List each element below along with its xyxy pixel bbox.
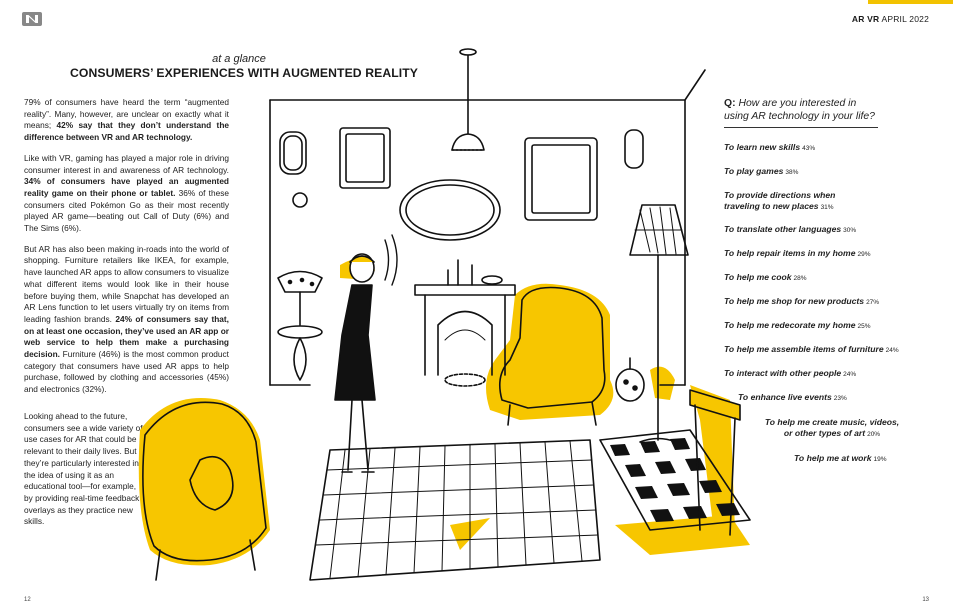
pendant-lamp [451, 48, 485, 151]
running-header: AR VR APRIL 2022 [852, 14, 929, 24]
answer-label: To help me assemble items of furniture [724, 344, 884, 354]
accent-bar [868, 0, 953, 4]
article-paragraph: 79% of consumers have heard the term “au… [24, 97, 229, 144]
survey-answer: To provide directions when traveling to … [724, 190, 864, 213]
text-run: 36% of these consumers cited Pokémon Go … [24, 187, 229, 234]
text-run: But AR has also been making in-roads int… [24, 243, 229, 324]
page-title: CONSUMERS’ EXPERIENCES WITH AUGMENTED RE… [70, 66, 419, 80]
closing-paragraph: Looking ahead to the future, consumers s… [24, 411, 143, 527]
article-paragraph: Like with VR, gaming has played a major … [24, 153, 229, 235]
answer-percent: 28% [793, 275, 807, 282]
article-body: 79% of consumers have heard the term “au… [24, 97, 229, 405]
answer-label: To interact with other people [724, 368, 842, 378]
yellow-highlights [138, 258, 750, 566]
fireplace [414, 259, 516, 387]
answer-label: To help me create music, videos, or othe… [764, 417, 900, 438]
plaid-rug [309, 439, 601, 581]
answer-percent: 38% [785, 169, 799, 176]
side-table-lamp [277, 270, 323, 381]
answer-percent: 24% [843, 371, 857, 378]
answer-label: To help repair items in my home [724, 248, 856, 258]
answer-percent: 27% [866, 299, 880, 306]
answer-label: To help me at work [794, 453, 872, 463]
answer-label: To help me shop for new products [724, 296, 865, 306]
answer-percent: 43% [802, 145, 816, 152]
question-prefix: Q: [724, 98, 736, 109]
floor-lamp [629, 204, 689, 443]
checkered-rug [599, 429, 751, 531]
survey-answer: To help me create music, videos, or othe… [762, 417, 902, 440]
answer-percent: 20% [867, 430, 881, 438]
page-number-left: 12 [24, 597, 31, 603]
answer-label: To help me cook [724, 272, 792, 282]
answer-percent: 30% [843, 227, 857, 234]
room-ceiling-line [269, 69, 706, 101]
text-run: Like with VR, gaming has played a major … [24, 152, 229, 175]
kicker: at a glance [212, 53, 266, 65]
issue-date: APRIL 2022 [881, 14, 929, 24]
question-divider [724, 127, 878, 128]
answer-percent: 25% [857, 323, 871, 330]
bold-run: 42% say that they don’t understand the d… [24, 120, 229, 143]
bold-run: 24% of consumers say that, on at least o… [24, 313, 229, 360]
answer-percent: 29% [857, 251, 871, 258]
sofa [142, 401, 267, 581]
text-run: 79% of consumers have heard the term “au… [24, 97, 229, 131]
wall-frames [279, 127, 644, 241]
answer-label: To provide directions when traveling to … [724, 190, 836, 211]
publisher-logo-icon [22, 12, 42, 26]
answer-label: To help me redecorate my home [724, 320, 856, 330]
answer-label: To learn new skills [724, 142, 801, 152]
answer-percent: 24% [885, 347, 899, 354]
armchair [499, 286, 606, 426]
article-paragraph: But AR has also been making in-roads int… [24, 244, 229, 396]
living-room-illustration [138, 48, 751, 581]
section-label: AR VR [851, 14, 880, 24]
answer-percent: 19% [873, 456, 887, 463]
console-table [615, 357, 741, 536]
question-text: How are you interested in using AR techn… [724, 98, 875, 122]
text-run: Furniture (46%) is the most common produ… [24, 349, 229, 395]
answer-percent: 31% [820, 203, 834, 211]
survey-question: Q: How are you interested in using AR te… [724, 98, 882, 124]
bold-run: 34% of consumers have played an augmente… [24, 176, 229, 198]
page-number-right: 13 [922, 597, 929, 603]
answer-label: To translate other languages [724, 224, 842, 234]
woman-figure [334, 234, 398, 473]
answer-label: To play games [724, 166, 784, 176]
answer-label: To enhance live events [738, 392, 832, 402]
answer-percent: 23% [833, 395, 847, 402]
